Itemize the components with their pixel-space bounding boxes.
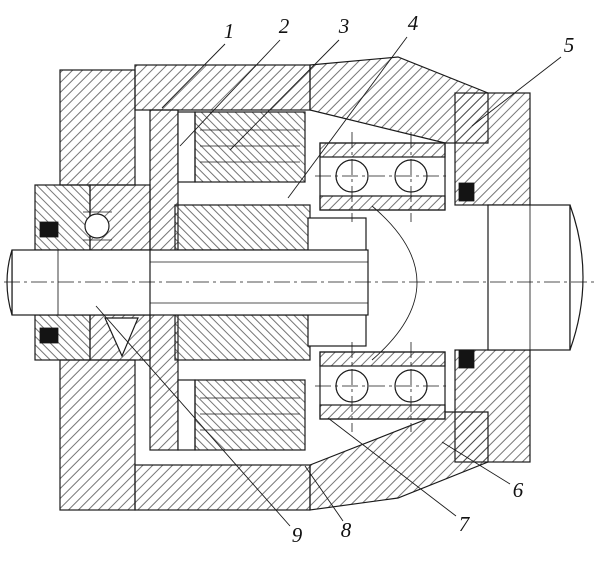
callout-3: 3 [338, 14, 350, 38]
bearing-bottom-outer-race [319, 404, 446, 420]
end-cap-upper [34, 184, 91, 251]
output-shaft-rounded-end [569, 204, 584, 351]
leader-1 [161, 43, 226, 109]
callout-9: 9 [292, 523, 303, 547]
input-shaft [11, 249, 153, 316]
leader-2 [179, 39, 281, 147]
seals-and-details [39, 182, 475, 369]
leader-7 [327, 417, 457, 517]
housing-section [34, 56, 531, 511]
bearing-top [319, 142, 446, 211]
lock-wedge [104, 317, 139, 358]
input-shaft-rounded-end [6, 249, 13, 316]
seal-right-upper [458, 182, 475, 202]
thrust-ball [84, 213, 110, 239]
shaft-assembly [6, 204, 584, 361]
output-collar [487, 204, 571, 351]
bearing-bottom [319, 351, 446, 420]
callout-8: 8 [341, 518, 352, 542]
housing-left-lower [59, 359, 136, 511]
seal-right-lower [458, 349, 475, 369]
leader-6 [441, 441, 511, 485]
bearing-top-inner-race [319, 195, 446, 211]
leader-4 [287, 36, 408, 199]
callout-4: 4 [408, 11, 419, 35]
leader-5 [471, 56, 562, 127]
callout-2: 2 [279, 14, 290, 38]
spring-pack-top [194, 111, 306, 183]
bearing-top-outer-race [319, 142, 446, 158]
hub-upper [174, 204, 311, 251]
spring-pack-bottom [194, 379, 306, 451]
leader-3 [229, 39, 340, 151]
callout-6: 6 [513, 478, 524, 502]
seal-left-lower [39, 327, 59, 344]
hub-lower [174, 314, 311, 361]
callout-labels: 1 2 3 4 5 6 7 8 9 [224, 11, 575, 547]
callout-5: 5 [564, 33, 575, 57]
centerlines [4, 132, 596, 432]
housing-bottom-beam [134, 464, 311, 511]
leader-8 [304, 465, 344, 522]
callout-7: 7 [459, 512, 471, 536]
housing-left-upper [59, 69, 136, 186]
callout-1: 1 [224, 19, 235, 43]
leader-lines [95, 36, 562, 527]
pressure-plate-top [177, 111, 196, 183]
seal-left-upper [39, 221, 59, 238]
center-bore [149, 249, 369, 316]
bearing-bottom-inner-race [319, 351, 446, 367]
bell-cover-curve [371, 205, 418, 361]
leader-9 [95, 305, 291, 527]
housing-top-beam [134, 64, 311, 111]
